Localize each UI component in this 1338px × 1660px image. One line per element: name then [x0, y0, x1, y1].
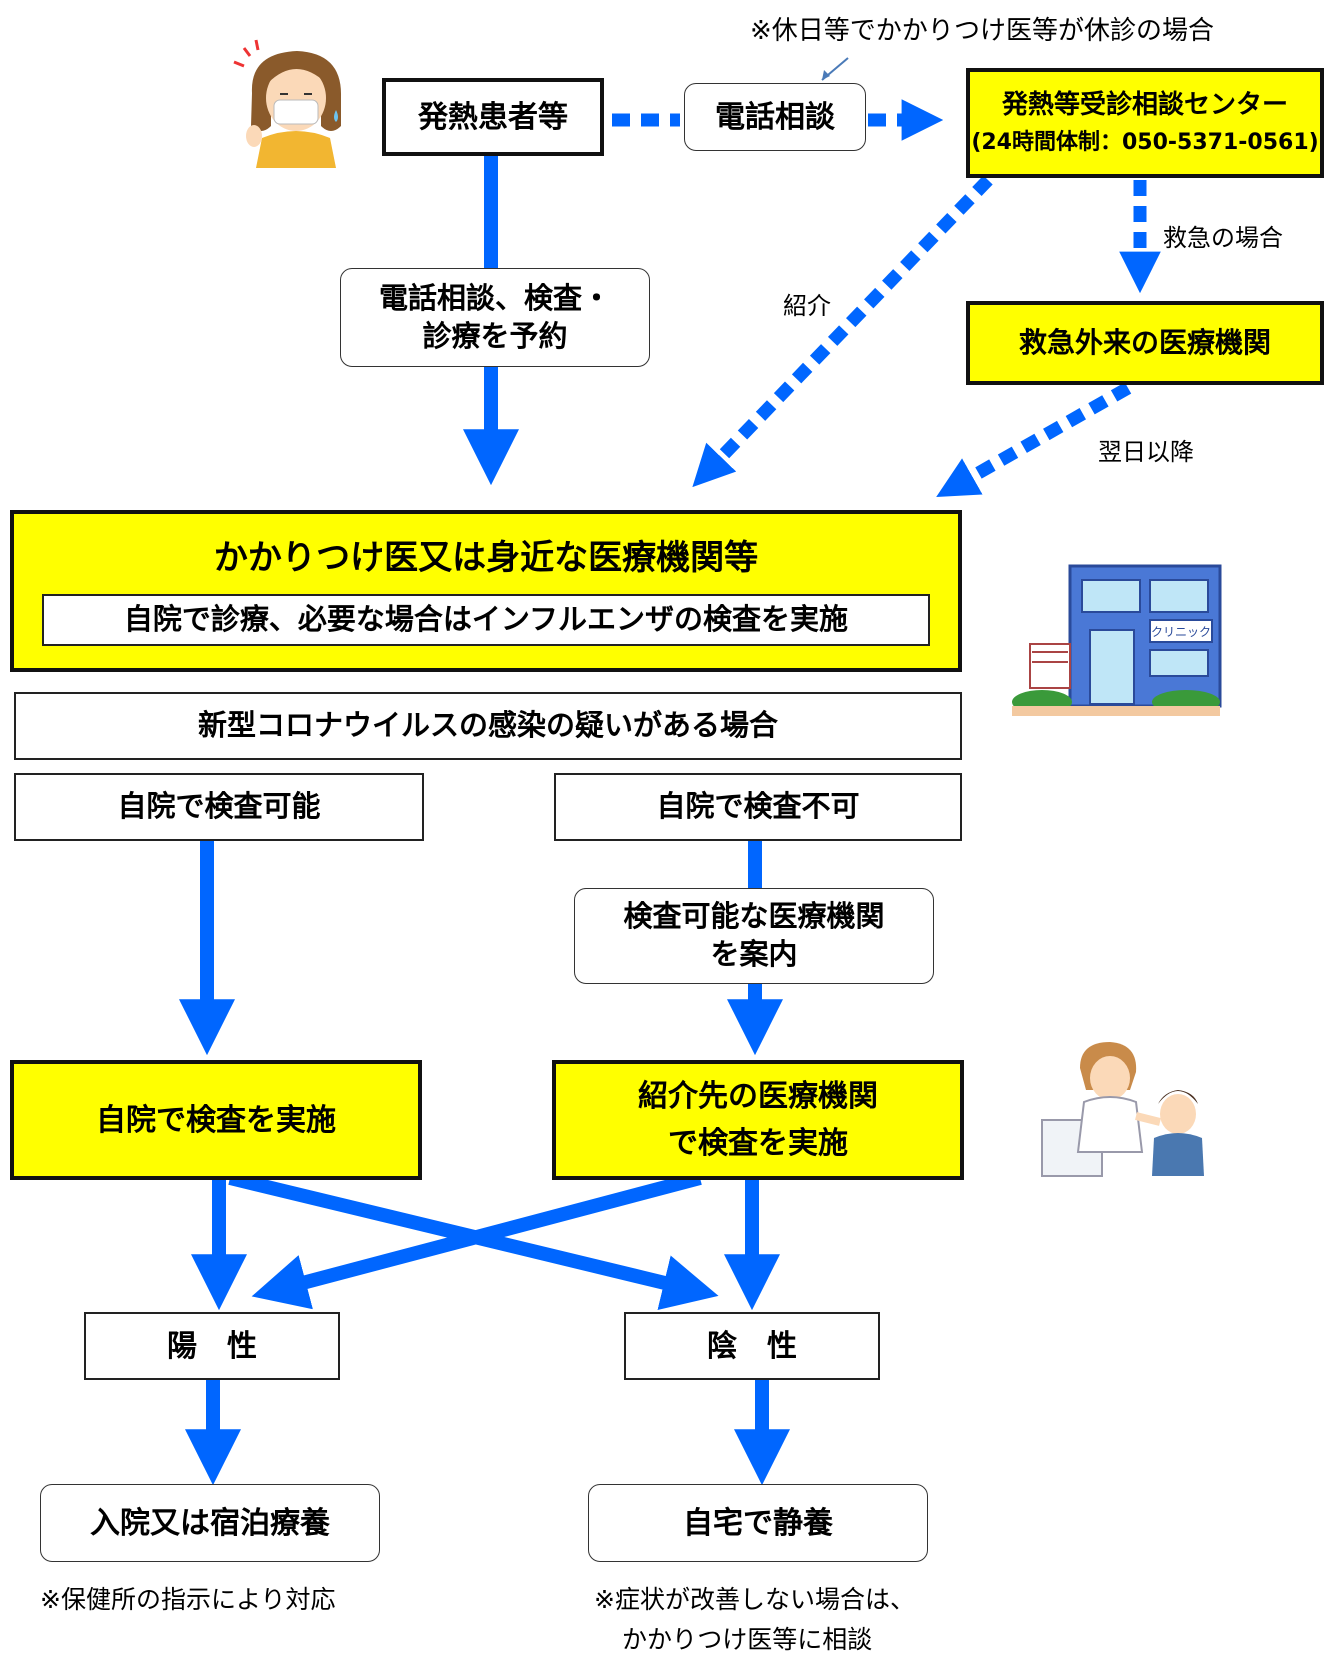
- negative-box: 陰 性: [624, 1312, 880, 1380]
- positive-label: 陽 性: [167, 1328, 257, 1364]
- gp-box: かかりつけ医又は身近な医療機関等 自院で診療、必要な場合はインフルエンザの検査を…: [10, 510, 962, 672]
- self-test-box: 自院で検査を実施: [10, 1060, 422, 1180]
- gp-sub-label: 自院で診療、必要な場合はインフルエンザの検査を実施: [123, 602, 849, 637]
- consult-center-box: 発熱等受診相談センター (24時間体制：050-5371-0561): [966, 68, 1324, 178]
- negative-label: 陰 性: [707, 1328, 797, 1364]
- suspect-box: 新型コロナウイルスの感染の疑いがある場合: [14, 692, 962, 760]
- emergency-box: 救急外来の医療機関: [966, 301, 1324, 385]
- sick-woman-icon: [233, 39, 342, 168]
- home-label: 自宅で静養: [683, 1505, 833, 1541]
- consult-center-hours: (24時間体制：050-5371-0561): [971, 129, 1319, 155]
- can-test-label: 自院で検査可能: [117, 789, 321, 824]
- reserve-line1: 電話相談、検査・: [378, 280, 611, 315]
- gp-title: かかりつけ医又は身近な医療機関等: [213, 538, 759, 578]
- holiday-note: ※休日等でかかりつけ医等が休診の場合: [750, 16, 1215, 46]
- cannot-test-box: 自院で検査不可: [554, 773, 962, 841]
- guide-line1: 検査可能な医療機関: [623, 899, 885, 934]
- suspect-label: 新型コロナウイルスの感染の疑いがある場合: [197, 708, 778, 743]
- arrow-center-gp: [692, 175, 993, 488]
- phone-consult-label: 電話相談: [715, 99, 835, 135]
- referral-test-box: 紹介先の医療機関 で検査を実施: [552, 1060, 964, 1180]
- clinic-sign: クリニック: [1151, 625, 1211, 639]
- patient-box: 発熱患者等: [382, 78, 604, 156]
- phone-consult-box: 電話相談: [684, 83, 866, 151]
- referral-test-line1: 紹介先の医療機関: [638, 1079, 878, 1114]
- gp-sub-box: 自院で診療、必要な場合はインフルエンザの検査を実施: [42, 594, 930, 647]
- emergency-label: 救急外来の医療機関: [1018, 325, 1271, 359]
- guide-box: 検査可能な医療機関 を案内: [574, 888, 934, 984]
- reserve-line2: 診療を予約: [422, 318, 568, 353]
- reserve-box: 電話相談、検査・ 診療を予約: [340, 268, 650, 367]
- next-day-label: 翌日以降: [1098, 438, 1194, 466]
- positive-box: 陽 性: [84, 1312, 340, 1380]
- nurse-exam-icon: [1041, 1042, 1204, 1177]
- hospital-box: 入院又は宿泊療養: [40, 1484, 380, 1562]
- arrow-emergency-gp: [936, 382, 1132, 497]
- patient-label: 発熱患者等: [418, 99, 568, 135]
- positive-note: ※保健所の指示により対応: [40, 1585, 336, 1614]
- referral-label: 紹介: [783, 292, 831, 320]
- clinic-building-icon: クリニック: [1012, 564, 1222, 716]
- guide-line2: を案内: [710, 937, 798, 971]
- emergency-case-label: 救急の場合: [1163, 224, 1283, 252]
- hospital-label: 入院又は宿泊療養: [90, 1505, 330, 1541]
- home-box: 自宅で静養: [588, 1484, 928, 1562]
- can-test-box: 自院で検査可能: [14, 773, 424, 841]
- consult-center-title: 発熱等受診相談センター: [1001, 89, 1288, 120]
- cannot-test-label: 自院で検査不可: [656, 789, 860, 824]
- referral-test-line2: で検査を実施: [668, 1126, 848, 1161]
- negative-note-line2: かかりつけ医等に相談: [622, 1625, 873, 1654]
- self-test-label: 自院で検査を実施: [96, 1102, 336, 1138]
- negative-note-line1: ※症状が改善しない場合は、: [594, 1585, 915, 1614]
- arrow-reftest-positive: [251, 1171, 702, 1310]
